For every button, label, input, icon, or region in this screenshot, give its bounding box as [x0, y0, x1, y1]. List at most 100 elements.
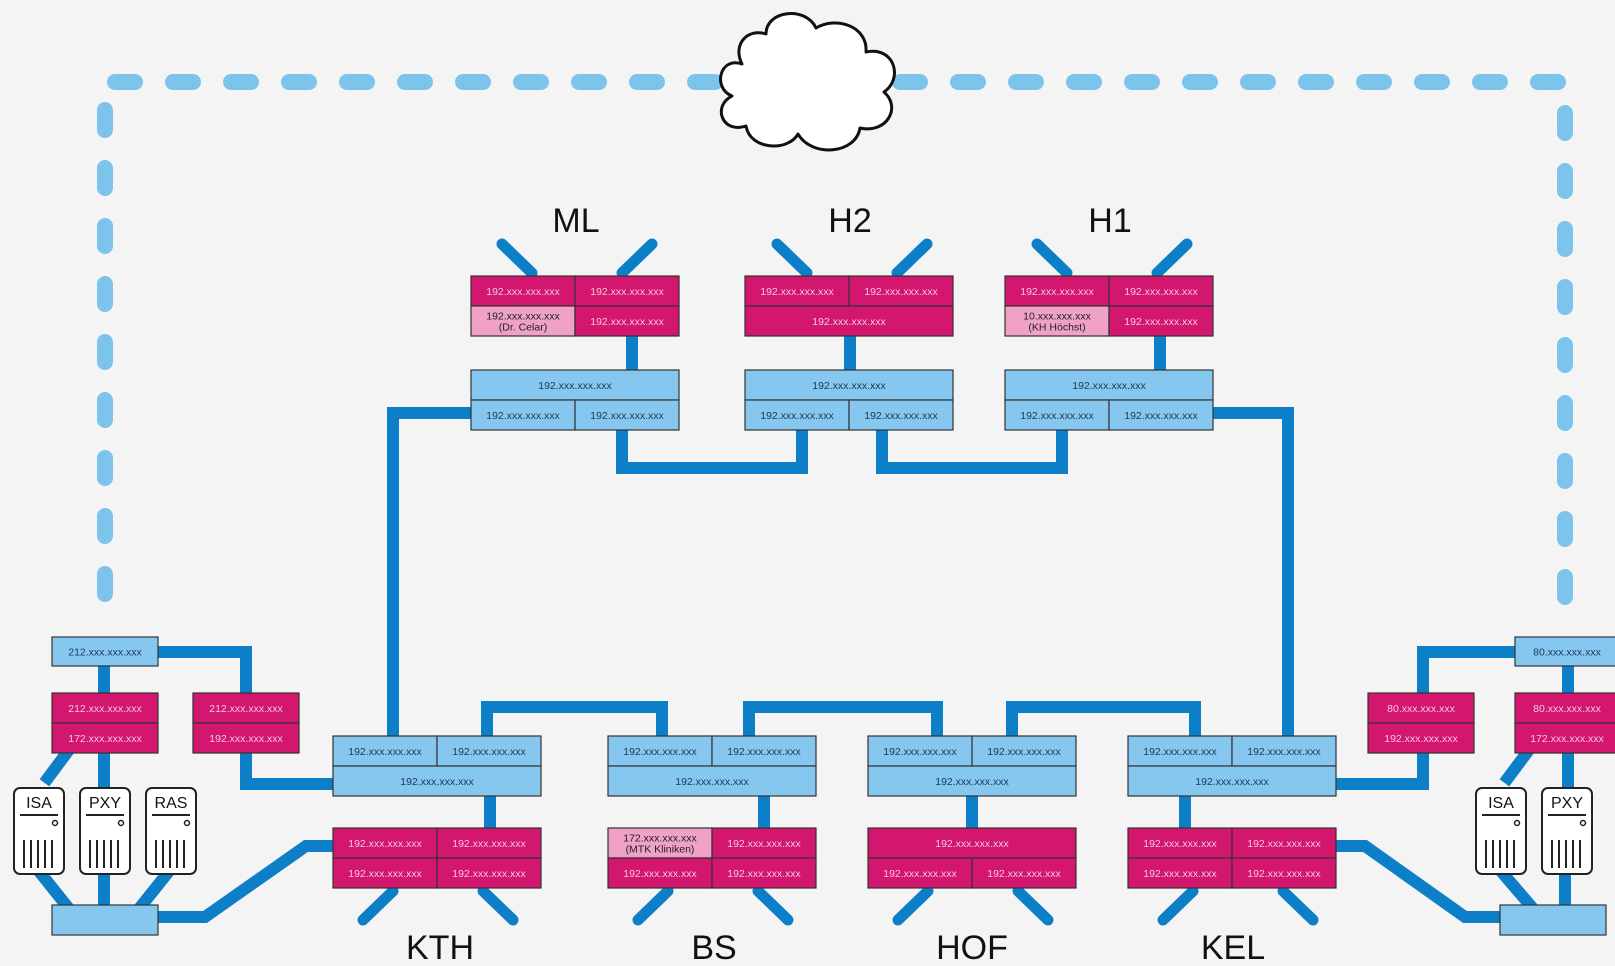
- site-bs-switch-cell: [711, 735, 817, 767]
- site-bs-switch-cell: [607, 765, 817, 797]
- right-gw-external-switch-cell: [1514, 636, 1615, 667]
- site-bs-router-cell: [711, 857, 817, 889]
- site-kel-router-address: 192.xxx.xxx.xxx: [1143, 868, 1217, 880]
- link-ml-h2: [616, 428, 808, 474]
- antenna-kth: [357, 885, 519, 926]
- link-hof-kel: [1006, 701, 1201, 742]
- site-h2-router-address: 192.xxx.xxx.xxx: [812, 316, 886, 328]
- site-h1-switch-cell: [1004, 399, 1110, 431]
- site-ml-router-address: 192.xxx.xxx.xxx: [590, 316, 664, 328]
- antenna-bs: [632, 885, 794, 926]
- site-ml-switch-address: 192.xxx.xxx.xxx: [486, 410, 560, 422]
- right-gw-a-router-address: 80.xxx.xxx.xxx: [1387, 703, 1455, 715]
- left-gw-a-router-address: 212.xxx.xxx.xxx: [68, 703, 142, 715]
- site-kth-router-cell: [436, 857, 542, 889]
- site-kel-router-cell: [1127, 827, 1233, 859]
- left-gw-a-router-address: 172.xxx.xxx.xxx: [68, 733, 142, 745]
- right-gw-b-router-address: 80.xxx.xxx.xxx: [1533, 703, 1601, 715]
- right-gw-a-router-cell: [1367, 692, 1475, 724]
- link-left-isa-lan: [29, 861, 75, 914]
- site-ml-router-address: 192.xxx.xxx.xxx(Dr. Celar): [486, 311, 560, 334]
- site-bs-router-address: 192.xxx.xxx.xxx: [727, 868, 801, 880]
- site-bs-router-address: 192.xxx.xxx.xxx: [727, 838, 801, 850]
- server-label: PXY: [89, 795, 121, 812]
- right-gw-a-router: 80.xxx.xxx.xxx 192.xxx.xxx.xxx: [1367, 692, 1475, 754]
- site-h1-router-address: 192.xxx.xxx.xxx: [1020, 286, 1094, 298]
- link-bs-hof: [743, 701, 943, 742]
- site-kth-router-address: 192.xxx.xxx.xxx: [348, 838, 422, 850]
- site-h1-switch-address: 192.xxx.xxx.xxx: [1020, 410, 1094, 422]
- site-label-h1: H1: [1088, 202, 1131, 240]
- site-ml-router-cell: [470, 275, 576, 307]
- site-kel-switch-cell: [1127, 765, 1337, 797]
- site-hof-switch-address: 192.xxx.xxx.xxx: [987, 746, 1061, 758]
- site-bs-router: 172.xxx.xxx.xxx(MTK Kliniken)192.xxx.xxx…: [607, 827, 817, 889]
- right-gw-b-router: 80.xxx.xxx.xxx 172.xxx.xxx.xxx: [1514, 692, 1615, 754]
- site-hof-switch-address: 192.xxx.xxx.xxx: [935, 776, 1009, 788]
- link-kth-left-lan: [153, 840, 339, 923]
- site-kel-router: 192.xxx.xxx.xxx 192.xxx.xxx.xxx 192.xxx.xx…: [1127, 827, 1337, 889]
- site-kel-router-cell: [1127, 857, 1233, 889]
- site-kel-switch-address: 192.xxx.xxx.xxx: [1247, 746, 1321, 758]
- site-h1-router-address: 192.xxx.xxx.xxx: [1124, 316, 1198, 328]
- site-kth-router-address: 192.xxx.xxx.xxx: [348, 868, 422, 880]
- site-h1-switch-address: 192.xxx.xxx.xxx: [1124, 410, 1198, 422]
- site-bs-router-address: 192.xxx.xxx.xxx: [623, 868, 697, 880]
- left-gw-b-router-address: 192.xxx.xxx.xxx: [209, 733, 283, 745]
- server-pxy-right: PXY: [1541, 787, 1593, 875]
- vpn-ring-right: [892, 74, 1573, 628]
- site-h2-router-address: 192.xxx.xxx.xxx: [864, 286, 938, 298]
- cloud-icon: [719, 12, 896, 152]
- site-kel-router-address: 192.xxx.xxx.xxx: [1247, 868, 1321, 880]
- backbone-links: [29, 330, 1574, 923]
- site-bs-switch-address: 192.xxx.xxx.xxx: [675, 776, 749, 788]
- antenna-kel: [1157, 885, 1319, 926]
- vpn-ring: [97, 74, 1573, 628]
- left-gw-a-router-cell: [51, 722, 159, 754]
- left-gw-a-router-cell: [51, 692, 159, 724]
- site-ml-switch-cell: [470, 399, 576, 431]
- site-h1-switch-address: 192.xxx.xxx.xxx: [1072, 380, 1146, 392]
- site-h1-router-cell: [1108, 275, 1214, 307]
- link-kth-bs: [481, 701, 668, 742]
- site-bs-switch-address: 192.xxx.xxx.xxx: [623, 746, 697, 758]
- link-right-gw-ext: [1417, 646, 1521, 699]
- right-gw-b-router-address: 172.xxx.xxx.xxx: [1530, 733, 1604, 745]
- site-kth-switch-cell: [332, 765, 542, 797]
- site-ml-switch-cell: [574, 399, 680, 431]
- right-gw-b-router-cell: [1514, 692, 1615, 724]
- site-kth-switch-address: 192.xxx.xxx.xxx: [452, 746, 526, 758]
- site-bs-router-cell: [711, 827, 817, 859]
- site-hof-switch-cell: [867, 765, 1077, 797]
- left-lan-switch: [51, 904, 159, 936]
- site-ml-switch-address: 192.xxx.xxx.xxx: [590, 410, 664, 422]
- link-left-ras-lan: [133, 861, 179, 914]
- right-gw-external-switch-address: 80.xxx.xxx.xxx: [1533, 647, 1601, 659]
- site-hof-router-cell: [971, 857, 1077, 889]
- site-kel-router-address: 192.xxx.xxx.xxx: [1247, 838, 1321, 850]
- antennas: [357, 238, 1319, 926]
- left-gw-b-router-cell: [192, 722, 300, 754]
- site-h2-switch-address: 192.xxx.xxx.xxx: [812, 380, 886, 392]
- right-servers: ISA PXY: [1475, 787, 1593, 875]
- site-bs-switch-cell: [607, 735, 713, 767]
- site-ml-router-address: 192.xxx.xxx.xxx: [590, 286, 664, 298]
- right-gw-a-router-address: 192.xxx.xxx.xxx: [1384, 733, 1458, 745]
- vpn-ring-left: [97, 74, 723, 608]
- server-label: ISA: [26, 795, 52, 812]
- server-label: PXY: [1551, 795, 1583, 812]
- site-h2-switch-cell: [744, 399, 850, 431]
- site-label-hof: HOF: [936, 929, 1008, 966]
- site-hof-router-cell: [867, 827, 1077, 859]
- site-hof-switch-cell: [867, 735, 973, 767]
- site-label-bs: BS: [691, 929, 736, 966]
- server-ras-left: RAS: [145, 787, 197, 875]
